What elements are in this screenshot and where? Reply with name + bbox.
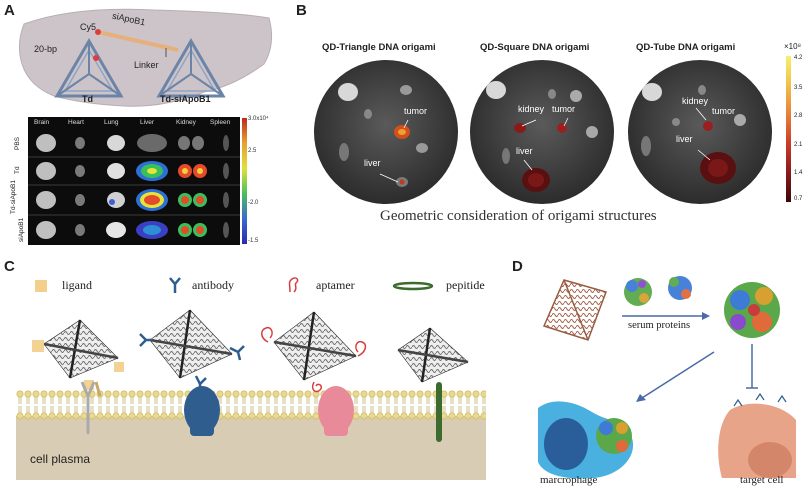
membrane-scene [16,309,486,480]
panel-b-letter: B [296,2,307,19]
colorbar-a-tick2: -2.0 [248,200,259,206]
label-tumor-1: tumor [404,106,428,116]
antibody-icon [169,277,181,293]
scale-unit: ×10⁸ [784,42,801,51]
imaging-grid: Brain Heart Lung Liver Kidney Spleen [28,117,240,245]
legend-pepitide: pepitide [446,278,485,292]
scale-tick-2: 2.8 [794,113,803,119]
legend-antibody: antibody [192,278,234,292]
label-20bp: 20-bp [34,44,58,54]
title-square: QD-Square DNA origami [480,42,590,53]
organ-images [28,134,240,239]
label-linker: Linker [134,60,159,70]
label-liver-2: liver [516,146,533,156]
panel-a-letter: A [4,2,15,19]
td-siapob1-triangle [156,38,226,98]
ligand-icon [35,280,47,292]
cell-plasma-label: cell plasma [30,452,91,466]
label-serum-proteins: serum proteins [628,320,691,331]
colorbar-b [786,56,791,202]
row-label-siapob1: siApoB1 [18,217,25,242]
imaging-dishes [314,60,772,204]
panel-d-scene [538,276,796,479]
colorbar-a [242,118,247,244]
panel-c-letter: C [4,258,15,275]
label-cy5: Cy5 [80,22,97,32]
label-liver-1: liver [364,158,381,168]
label-liver-3: liver [676,134,693,144]
scale-tick-3: 2.1 [794,142,803,148]
label-tumor-3: tumor [712,106,736,116]
legend-aptamer: aptamer [316,278,355,292]
panel-d-letter: D [512,258,523,275]
organ-spleen: Spleen [210,119,231,126]
organ-kidney: Kidney [176,119,196,126]
label-macrophage: marcrophage [540,474,598,486]
peptide-icon [392,281,434,291]
label-td: Td [82,94,93,104]
scale-tick-0: 4.2 [794,55,803,61]
organ-lung: Lung [104,119,119,126]
sirna-rod [95,29,179,57]
label-td-siapob1: Td-siApoB1 [160,94,211,104]
organ-heart: Heart [68,119,84,126]
label-kidney-3: kidney [682,96,709,106]
scale-tick-4: 1.4 [794,170,803,176]
caption-b: Geometric consideration of origami struc… [380,208,657,224]
label-kidney-2: kidney [518,104,545,114]
title-tube: QD-Tube DNA origami [636,42,736,53]
scale-tick-5: 0.7 [794,196,803,202]
aptamer-icon [288,277,299,293]
td-triangle [54,38,124,98]
title-triangle: QD-Triangle DNA origami [322,42,436,53]
colorbar-a-bottom: -1.5 [248,238,259,244]
label-tumor-2: tumor [552,104,576,114]
label-target-cell: target cell [740,474,784,486]
organ-liver: Liver [140,119,155,126]
row-label-td: Td [14,166,21,174]
row-label-pbs: PBS [14,136,21,150]
colorbar-a-top: 3.0x10⁴ [248,116,269,122]
legend-ligand: ligand [62,278,92,292]
colorbar-a-tick1: 2.5 [248,148,257,154]
row-label-td-siapob1: Td-siApoB1 [10,180,17,214]
scale-tick-1: 3.5 [794,85,803,91]
organ-brain: Brain [34,119,50,126]
